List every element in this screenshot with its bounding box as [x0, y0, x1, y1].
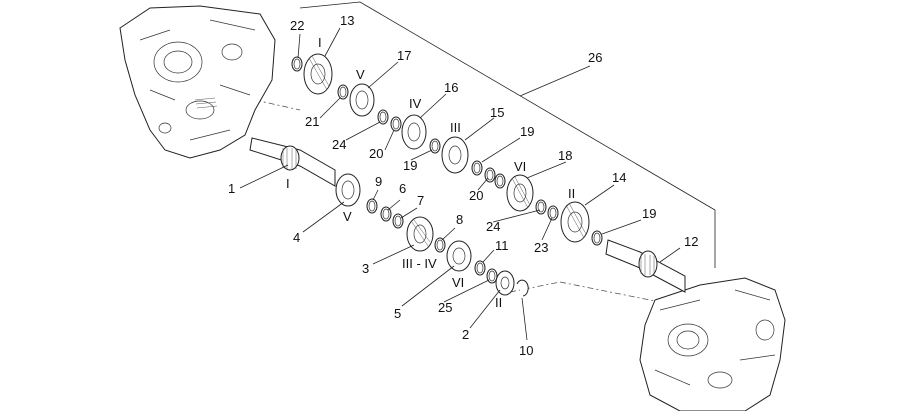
gear-label-I-top: I [318, 35, 322, 50]
gear-label-VI-top: VI [514, 159, 526, 174]
callout-24-b: 24 [486, 219, 500, 234]
gear-16 [401, 114, 427, 150]
callout-12: 12 [684, 234, 698, 249]
callout-18: 18 [558, 148, 572, 163]
housing-right [639, 277, 786, 412]
callout-21: 21 [305, 114, 319, 129]
callout-1: 1 [228, 181, 235, 196]
gear-label-VI-low: VI [452, 275, 464, 290]
ring-11 [474, 260, 486, 276]
secondary-shaft [605, 239, 686, 293]
callout-2: 2 [462, 327, 469, 342]
ring-21 [337, 84, 349, 100]
gear-label-V-top: V [356, 67, 365, 82]
callout-23: 23 [534, 240, 548, 255]
callout-19-b: 19 [403, 158, 417, 173]
gear-2 [495, 270, 515, 296]
primary-shaft [249, 137, 336, 187]
gear-label-II-top: II [568, 186, 575, 201]
callout-8: 8 [456, 212, 463, 227]
gear-label-III: III [450, 120, 461, 135]
callout-7: 7 [417, 193, 424, 208]
axis-line-lower [509, 281, 561, 293]
callout-25: 25 [438, 300, 452, 315]
callout-3: 3 [362, 261, 369, 276]
gear-label-III-IV: III - IV [402, 256, 437, 271]
gear-13 [303, 53, 333, 95]
callout-24-a: 24 [332, 137, 346, 152]
callout-11: 11 [495, 238, 509, 253]
ring-7 [392, 213, 404, 229]
gear-label-V-low: V [343, 209, 352, 224]
ring-23 [547, 205, 559, 221]
callout-26: 26 [588, 50, 602, 65]
callout-22: 22 [290, 18, 304, 33]
ring-24-low [535, 199, 547, 215]
ring-9 [366, 198, 378, 214]
callout-4: 4 [293, 230, 300, 245]
housing-left [119, 5, 276, 159]
gear-label-II-low: II [495, 295, 502, 310]
gear-15 [441, 136, 469, 174]
callout-6: 6 [399, 181, 406, 196]
callout-16: 16 [444, 80, 458, 95]
callout-17: 17 [397, 48, 411, 63]
ring-19-upper [429, 138, 441, 154]
callout-20-a: 20 [369, 146, 383, 161]
callout-14: 14 [612, 170, 626, 185]
washer-22 [291, 56, 303, 72]
ring-24-mid [494, 173, 506, 189]
callout-5: 5 [394, 306, 401, 321]
ring-19-mid [471, 160, 483, 176]
bracket-line-26 [299, 1, 716, 268]
callout-20-b: 20 [469, 188, 483, 203]
gear-label-I-shaft: I [286, 176, 290, 191]
gear-5 [446, 240, 472, 272]
ring-25 [486, 268, 498, 284]
callouts: 1 2 3 4 5 6 7 8 9 10 11 12 13 14 15 16 1… [228, 13, 698, 358]
callout-9: 9 [375, 174, 382, 189]
gear-17 [349, 83, 375, 117]
ring-19-low [591, 230, 603, 246]
callout-19-c: 19 [642, 206, 656, 221]
ring-8 [434, 237, 446, 253]
gear-3 [406, 216, 434, 252]
ring-20-upper [390, 116, 402, 132]
gear-18 [506, 174, 534, 212]
gear-label-IV: IV [409, 96, 422, 111]
gear-14 [560, 201, 590, 243]
callout-13: 13 [340, 13, 354, 28]
gear-labels: I V IV III VI II I V III - IV VI II [286, 35, 575, 310]
callout-10: 10 [519, 343, 533, 358]
axis-line-upper [254, 99, 301, 111]
leader-lines [239, 27, 681, 341]
callout-15: 15 [490, 105, 504, 120]
circlip-10 [516, 279, 529, 297]
axis-line-lower-2 [559, 281, 661, 303]
gear-4 [335, 173, 361, 207]
callout-19-a: 19 [520, 124, 534, 139]
